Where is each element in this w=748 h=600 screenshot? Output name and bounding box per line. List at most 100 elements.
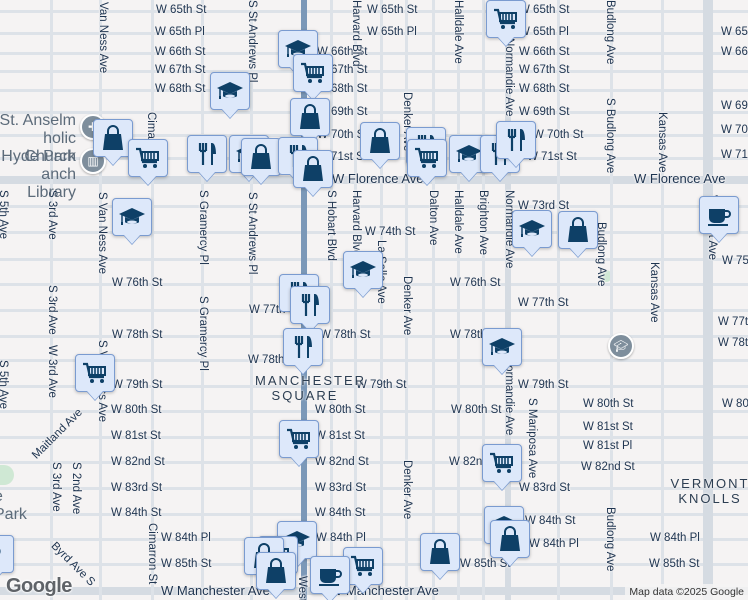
- marker-school[interactable]: [343, 251, 383, 298]
- road: [50, 0, 53, 600]
- street-label: W 75th St: [722, 255, 748, 267]
- street-label: W 71st St: [527, 151, 577, 163]
- street-label: Van Ness Ave: [97, 2, 109, 74]
- road: [201, 0, 204, 600]
- marker-store[interactable]: [93, 119, 133, 166]
- street-label: S Mariposa Ave: [526, 398, 538, 479]
- street-label: W 65th St: [519, 4, 570, 16]
- shopping-cart-icon: [349, 552, 377, 580]
- marker-school[interactable]: [112, 198, 152, 245]
- street-label: W 83rd St: [315, 482, 367, 494]
- marker-grocery[interactable]: [75, 354, 115, 401]
- shopping-bag-icon: [296, 103, 324, 131]
- marker-restaurant[interactable]: [290, 286, 330, 333]
- road: [0, 436, 748, 439]
- marker-store[interactable]: [360, 122, 400, 169]
- street-label: W 85th St: [161, 558, 212, 570]
- street-label: W 78th St: [112, 329, 163, 341]
- street-label: W 67th St: [155, 64, 206, 76]
- road: [0, 538, 748, 541]
- road: [482, 0, 485, 600]
- street-label: W 79th St: [518, 379, 569, 391]
- road: [432, 0, 435, 600]
- poi-st-anselm-church[interactable]: St. Anselm holic Church: [0, 112, 76, 166]
- marker-grocery[interactable]: [293, 54, 333, 101]
- street-label: W 76th St: [450, 277, 501, 289]
- street-label: W 66th St: [721, 46, 748, 58]
- street-label: W 84th St: [111, 507, 162, 519]
- road: [0, 410, 748, 413]
- marker-cafe[interactable]: [699, 196, 739, 243]
- street-label: S 3rd Ave: [50, 462, 62, 512]
- marker-store[interactable]: [256, 552, 296, 599]
- marker-restaurant[interactable]: [187, 135, 227, 182]
- marker-restaurant[interactable]: [496, 121, 536, 168]
- street-label: W 65th St: [367, 4, 418, 16]
- street-label: W 81st St: [111, 430, 161, 442]
- shopping-cart-icon: [81, 359, 109, 387]
- marker-cafe[interactable]: [310, 556, 350, 600]
- street-label: Halldale Ave: [452, 0, 464, 64]
- poi-hyde-park-library[interactable]: Hyde Park anch Library: [0, 148, 76, 202]
- marker-school[interactable]: [210, 72, 250, 119]
- poi-park[interactable]: e Park: [0, 488, 27, 523]
- marker-grocery[interactable]: [482, 444, 522, 491]
- road: [0, 231, 748, 234]
- street-label: W 77th St: [518, 297, 569, 309]
- street-label: S St Andrews Pl: [246, 0, 258, 83]
- marker-grocery[interactable]: [486, 0, 526, 47]
- marker-store[interactable]: [290, 98, 330, 145]
- graduation-cap-icon: [488, 333, 516, 361]
- coffee-cup-icon: [316, 561, 344, 589]
- park-area: [0, 465, 14, 485]
- road: [0, 309, 748, 312]
- street-label: W 69th St: [519, 106, 570, 118]
- marker-school[interactable]: [482, 328, 522, 375]
- street-label: W 69th St: [721, 100, 748, 112]
- fork-knife-icon: [289, 333, 317, 361]
- street-label: W 81st Pl: [583, 440, 633, 452]
- poi-label: anch Library: [27, 166, 76, 201]
- street-label: W 3rd Ave: [46, 345, 58, 398]
- road: [354, 0, 357, 600]
- road: [0, 385, 748, 388]
- marker-store[interactable]: [490, 520, 530, 567]
- street-label: S Hobart Blvd: [325, 190, 337, 261]
- street-label: S St Andrews Pl: [246, 192, 258, 275]
- marker-restaurant[interactable]: [283, 328, 323, 375]
- fork-knife-icon: [296, 291, 324, 319]
- street-label: W 82nd St: [581, 461, 635, 473]
- marker-school[interactable]: [512, 210, 552, 257]
- neighborhood-manchester-square: MANCHESTER SQUARE: [255, 373, 364, 403]
- shopping-cart-icon: [134, 144, 162, 172]
- shopping-cart-icon: [488, 449, 516, 477]
- marker-store[interactable]: [293, 150, 333, 197]
- street-label: Budlong Ave: [604, 0, 616, 65]
- marker-grocery[interactable]: [279, 420, 319, 467]
- road: [250, 0, 253, 600]
- shopping-cart-icon: [285, 425, 313, 453]
- street-label: W 73rd St: [518, 200, 570, 212]
- road: [457, 0, 460, 600]
- marker-store[interactable]: [241, 138, 281, 185]
- marker-grocery[interactable]: [128, 139, 168, 186]
- street-label: S Gramercy Pl: [197, 190, 209, 265]
- street-label: W 76th St: [112, 277, 163, 289]
- school-icon[interactable]: 🎓︎: [608, 333, 634, 359]
- poi-label: St. Anselm: [0, 112, 76, 129]
- marker-grocery[interactable]: [407, 139, 447, 186]
- street-label: W 84th St: [525, 515, 576, 527]
- street-label: W 80th St: [111, 404, 162, 416]
- marker-store[interactable]: [558, 211, 598, 258]
- street-label: W 82nd St: [111, 456, 165, 468]
- florence-ave-road: [0, 176, 748, 184]
- marker-store[interactable]: [420, 533, 460, 580]
- florence-ave-label: W Florence Ave: [634, 171, 726, 186]
- road: [0, 205, 748, 208]
- road: [610, 0, 613, 600]
- marker-parking[interactable]: P: [0, 535, 14, 582]
- shopping-cart-icon: [413, 144, 441, 172]
- street-label: W 78th St: [718, 337, 748, 349]
- map-attribution[interactable]: Map data ©2025 Google: [625, 584, 748, 600]
